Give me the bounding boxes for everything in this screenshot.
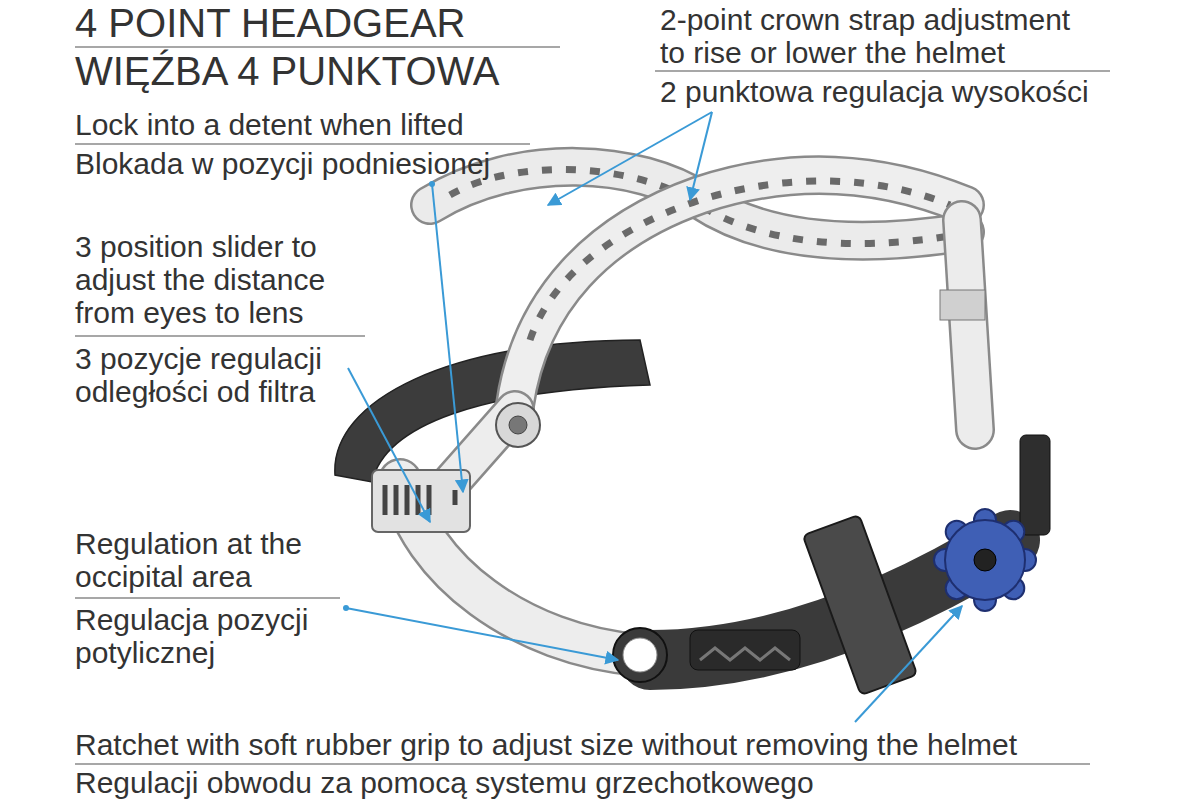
- callout-label: Regulacji obwodu za pomocą systemu grzec…: [75, 767, 814, 799]
- callout-label: 3 position slider to adjust the distance…: [75, 230, 345, 329]
- strap-holes: [530, 181, 950, 340]
- label-slot: 4 POINT HEADGEAR: [75, 2, 465, 44]
- underlines: [75, 47, 1110, 764]
- callout-label: 2 punktowa regulacja wysokości: [660, 75, 1089, 108]
- label-slot: Regulacja pozycji potylicznej: [75, 603, 335, 669]
- leader-dots: [343, 181, 435, 611]
- callout-label: Blokada w pozycji podniesionej: [75, 147, 490, 180]
- label-slot: Blokada w pozycji podniesionej: [75, 147, 490, 180]
- callout-label: Regulation at the occipital area: [75, 527, 335, 593]
- label-slot: Lock into a detent when lifted: [75, 108, 464, 141]
- title-text: 4 POINT HEADGEAR: [75, 2, 465, 44]
- callout-label: Lock into a detent when lifted: [75, 108, 464, 141]
- crown-strap: [515, 175, 965, 405]
- pivot: [496, 403, 540, 447]
- label-slot: Regulation at the occipital area: [75, 527, 335, 593]
- slider-slots: [385, 485, 455, 515]
- callout-label: Ratchet with soft rubber grip to adjust …: [75, 729, 1017, 761]
- ratchet-slot: [690, 630, 800, 670]
- label-slot: WIĘŹBA 4 PUNKTOWA: [75, 50, 500, 92]
- ratchet-tab: [1020, 435, 1050, 535]
- callout-label: Regulacja pozycji potylicznej: [75, 603, 335, 669]
- label-slot: 3 position slider to adjust the distance…: [75, 230, 345, 329]
- callout-label: 2-point crown strap adjustment to rise o…: [660, 3, 1086, 69]
- label-slot: 2-point crown strap adjustment to rise o…: [660, 3, 1086, 69]
- label-slot: 3 pozycje regulacji odległości od filtra: [75, 342, 345, 408]
- label-slot: Regulacji obwodu za pomocą systemu grzec…: [75, 767, 814, 799]
- ratchet-housing: [803, 515, 918, 695]
- slider: [372, 470, 470, 532]
- label-slot: Ratchet with soft rubber grip to adjust …: [75, 729, 1017, 761]
- title-text: WIĘŹBA 4 PUNKTOWA: [75, 50, 500, 92]
- ratchet-knob: [934, 509, 1036, 611]
- callout-label: 3 pozycje regulacji odległości od filtra: [75, 342, 345, 408]
- side-slider: [940, 290, 985, 320]
- side-frame: [962, 220, 975, 430]
- occipital-ring: [613, 628, 667, 682]
- label-slot: 2 punktowa regulacja wysokości: [660, 75, 1089, 108]
- leader-lines: [346, 112, 962, 722]
